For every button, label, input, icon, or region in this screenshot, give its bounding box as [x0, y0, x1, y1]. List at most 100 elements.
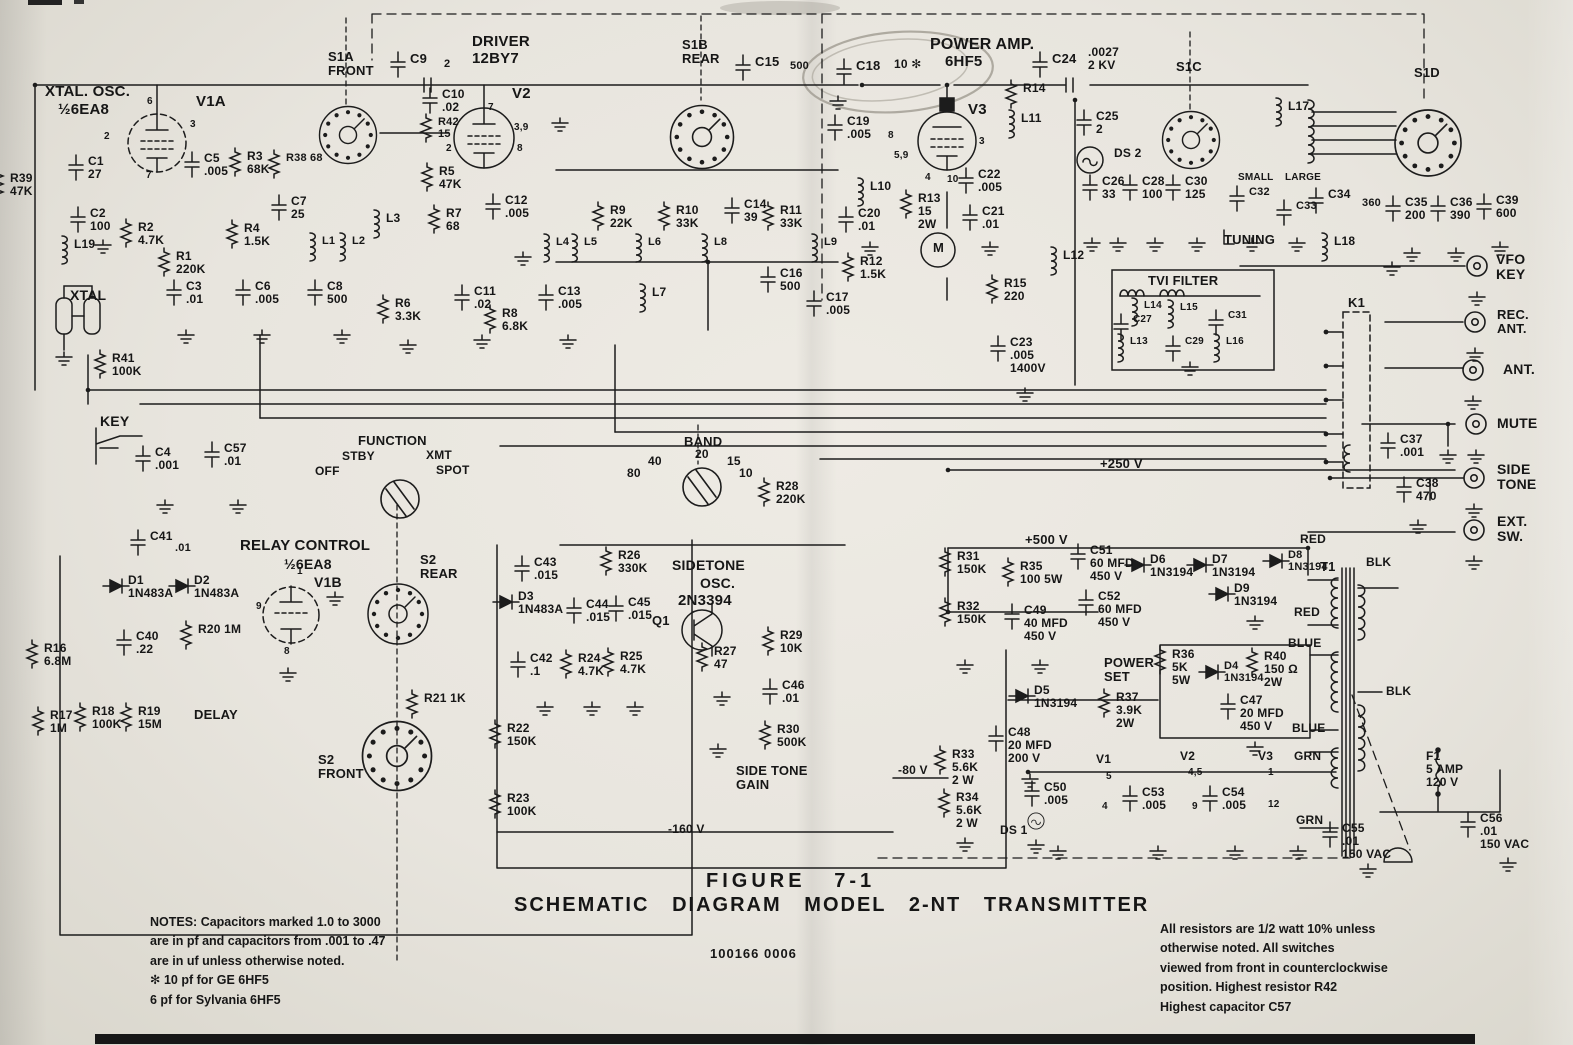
label-st-title2: OSC.	[700, 575, 736, 591]
label-ds1: DS 1	[1000, 823, 1028, 837]
label-function-title: FUNCTION	[358, 433, 427, 448]
label-c24: C24	[1052, 51, 1077, 66]
symbol-c9	[390, 51, 406, 78]
label-tvi-title: TVI FILTER	[1148, 273, 1219, 288]
label-c19: C19 .005	[847, 114, 872, 142]
label-r35: R35 100 5W	[1020, 559, 1063, 587]
symbol-d8	[1262, 553, 1290, 569]
label-title-driver: DRIVER 12BY7	[472, 33, 530, 67]
xtal-symbol	[55, 285, 101, 351]
symbol-c53	[1122, 785, 1138, 812]
label-c43: C43 .015	[534, 555, 559, 583]
symbol-l1	[309, 232, 316, 262]
label-pin-v2h-9: 9	[1192, 801, 1198, 812]
symbol-r21	[406, 689, 418, 719]
label-pin-v1a-7: 7	[146, 170, 152, 181]
label-d3: D3 1N483A	[518, 589, 564, 617]
label-pin-v1h-4: 4	[1102, 801, 1108, 812]
label-r38: R38 68	[286, 152, 323, 164]
label-jack-ext-sw: EXT. SW.	[1497, 513, 1528, 545]
lamp-ds2	[1076, 146, 1104, 174]
symbol-c28	[1122, 174, 1138, 201]
label-r5: R5 47K	[439, 164, 462, 192]
label-pin-v1b-1: 1	[297, 566, 303, 577]
symbol-c10	[422, 87, 438, 114]
symbol-r17	[32, 706, 44, 736]
label-pin-v3-59: 5,9	[894, 150, 909, 161]
label-r15: R15 220	[1004, 276, 1027, 304]
symbol-c54	[1202, 785, 1218, 812]
label-l2: L2	[352, 235, 366, 247]
label-pin-v3-3: 3	[979, 136, 985, 147]
label-pin-v2-39: 3,9	[514, 122, 529, 133]
symbol-l17	[1275, 97, 1282, 127]
symbol-l12	[1050, 246, 1057, 276]
symbol-c16	[760, 266, 776, 293]
fuse-f1	[1379, 747, 1501, 813]
symbol-r22	[489, 719, 501, 749]
label-st-title1: SIDETONE	[672, 557, 745, 573]
label-pin-v1a-6: 6	[147, 96, 153, 107]
label-c2: C2 100	[90, 206, 111, 234]
symbol-c5	[184, 151, 200, 178]
label-r7: R7 68	[446, 206, 462, 234]
label-pin-v1h-5: 5	[1106, 771, 1112, 782]
symbol-c11	[454, 284, 470, 311]
label-c4: C4 .001	[155, 445, 180, 473]
label-v500: +500 V	[1025, 532, 1068, 547]
vfo-key-jack	[1466, 255, 1488, 277]
label-v250: +250 V	[1100, 456, 1143, 471]
label-r25: R25 4.7K	[620, 649, 647, 677]
label-r20: R20 1M	[198, 622, 242, 636]
symbol-r2	[120, 218, 132, 248]
label-function-off: OFF	[315, 464, 340, 478]
symbol-c3	[166, 279, 182, 306]
label-q1: Q1	[652, 613, 670, 628]
label-v3-heater: V3	[1258, 749, 1274, 763]
label-c9: C9	[410, 51, 428, 66]
coil-l17	[1307, 99, 1315, 164]
label-l10: L10	[870, 179, 892, 193]
label-title-pa: POWER AMP.	[930, 36, 1035, 53]
symbol-r5	[421, 162, 433, 192]
symbol-c27	[1113, 313, 1129, 340]
label-title-xtal-osc: XTAL. OSC.	[45, 83, 131, 100]
symbol-l9	[811, 233, 818, 263]
label-function-stby: STBY	[342, 449, 375, 463]
symbol-r29	[762, 626, 774, 656]
symbol-r42	[420, 113, 432, 143]
label-c53: C53 .005	[1142, 785, 1167, 813]
label-c33: C33	[1296, 200, 1317, 212]
switch-s1d	[1394, 109, 1462, 177]
label-l15: L15	[1180, 302, 1198, 313]
label-r19: R19 15M	[138, 704, 162, 732]
symbol-c41	[130, 529, 146, 556]
symbol-r15	[986, 274, 998, 304]
label-band-10: 10	[739, 466, 753, 480]
label-s2-front: S2 FRONT	[318, 752, 364, 782]
tube-v1a	[127, 113, 187, 173]
symbol-c8	[307, 279, 323, 306]
label-r6: R6 3.3K	[395, 296, 422, 324]
label-c37: C37 .001	[1400, 432, 1425, 460]
symbol-d4	[1198, 664, 1226, 680]
label-ds2: DS 2	[1114, 146, 1142, 160]
label-red-top: RED	[1300, 532, 1326, 546]
symbol-c35	[1385, 195, 1401, 222]
label-c35: C35 200	[1405, 195, 1428, 223]
label-c22: C22 .005	[978, 167, 1003, 195]
symbol-r1	[158, 247, 170, 277]
label-r22: R22 150K	[507, 721, 537, 749]
label-c41: C41	[150, 529, 173, 543]
label-power-set: POWER SET	[1104, 655, 1155, 685]
label-pin-v2-2: 2	[446, 143, 452, 154]
symbol-r20	[180, 620, 192, 650]
scan-artifacts	[28, 0, 1475, 1044]
knob-function	[380, 479, 420, 519]
label-d1: D1 1N483A	[128, 573, 174, 601]
switch-s2-rear	[367, 583, 429, 645]
symbol-l4	[543, 233, 550, 263]
tube-v3	[917, 97, 977, 171]
symbol-r23	[489, 789, 501, 819]
symbol-c4	[135, 445, 151, 472]
